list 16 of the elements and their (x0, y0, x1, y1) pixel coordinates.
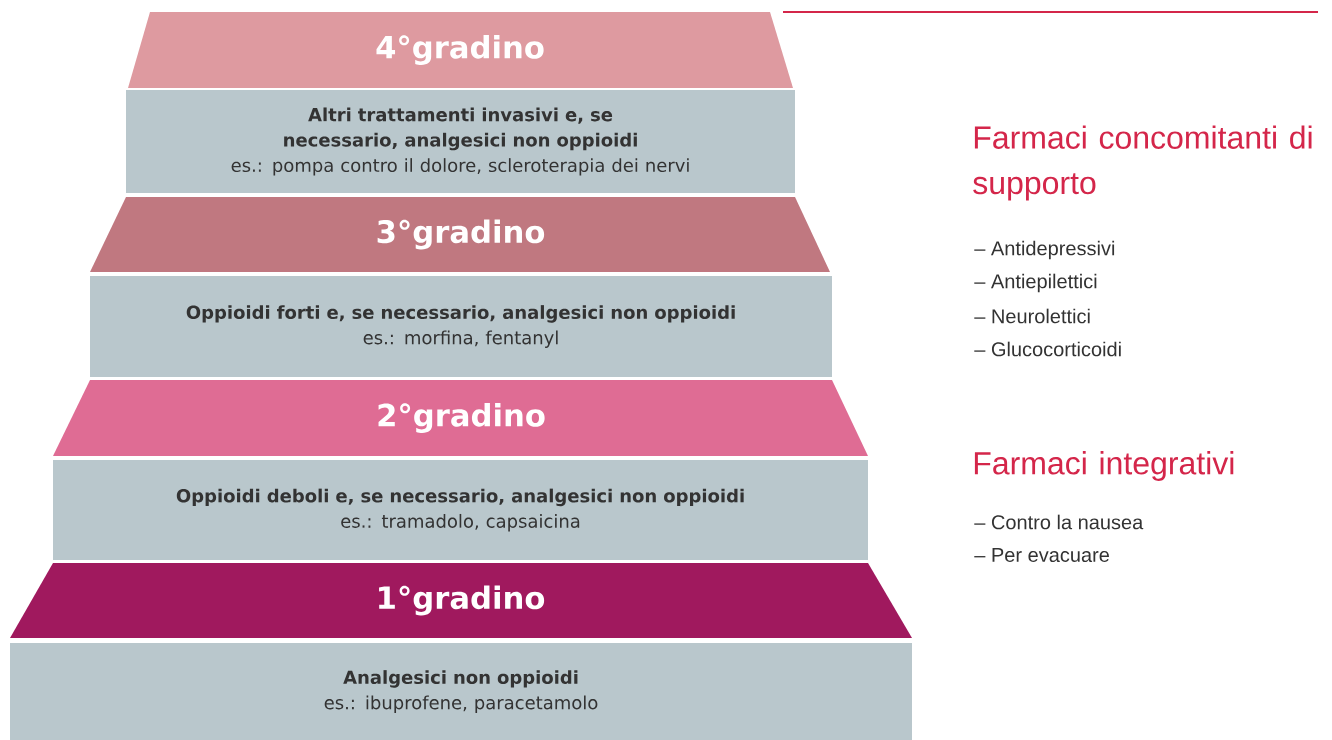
treatment-box: Altri trattamenti invasivi e, se necessario, analgesici non oppioidi es.: pompa contro il dolore, scleroterapia dei nervi (126, 90, 795, 193)
list-item: – Antidepressivi (974, 240, 1115, 260)
step-band: 1°gradino (10, 563, 912, 638)
list-item: – Per evacuare (974, 548, 1109, 562)
treatment-box: Oppioidi forti e, se necessario, analgesici non oppioidi es.: morfina, fentanyl (90, 276, 832, 377)
heading: Farmaci concomitanti di supporto (973, 125, 1312, 201)
step-band: 3°gradino (90, 197, 830, 272)
treatment-box: Oppioidi deboli e, se necessario, analgesici non oppioidi es.: tramadolo, capsaicina (53, 460, 868, 560)
list-item: – Neurolettici (974, 308, 1090, 324)
step-band: 2°gradino (53, 380, 868, 456)
list-item: – Glucocorticoidi (974, 341, 1121, 357)
heading: Farmaci integrativi (974, 451, 1234, 481)
step-band: 4°gradino (128, 12, 793, 88)
treatment-box: Analgesici non oppioidi es.: ibuprofene, paracetamolo (10, 643, 912, 740)
list-item: – Contro la nausea (974, 514, 1144, 530)
list-item: – Antiepilettici (974, 273, 1097, 293)
